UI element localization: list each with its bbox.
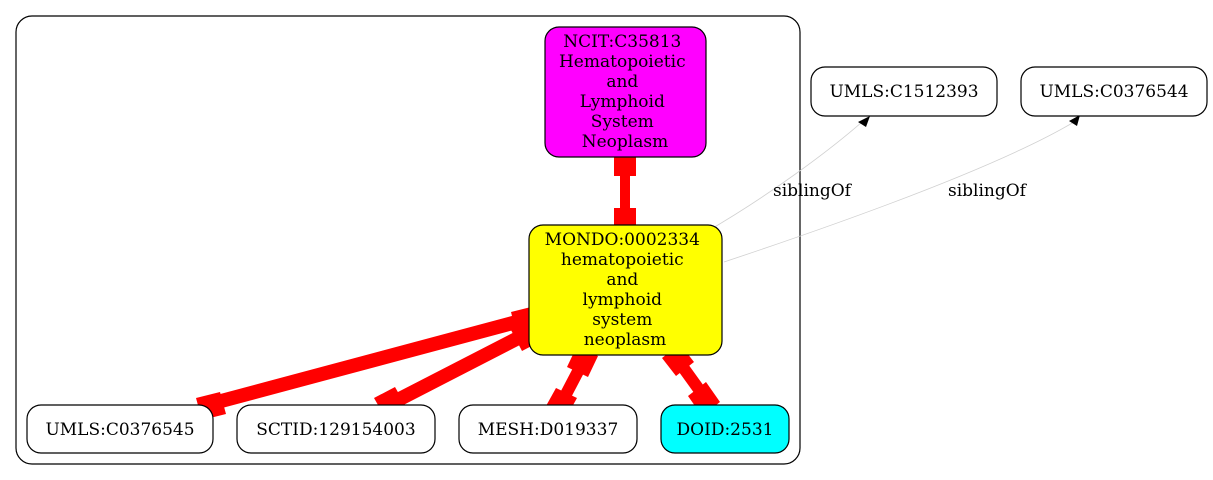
node-umls-c0376545[interactable]: UMLS:C0376545 <box>26 404 214 454</box>
node-mondo-line-3: and <box>606 270 638 290</box>
svg-text:NCIT:C35813 Hematopoieti: NCIT:C35813 Hematopoietic and Lymphoid S… <box>559 32 691 152</box>
node-mondo-line-2: hematopoietic <box>561 250 684 270</box>
node-ncit-line-6: Neoplasm <box>582 132 668 152</box>
sibling-edge-1 <box>705 121 863 233</box>
node-doid-label: DOID:2531 <box>677 420 774 440</box>
svg-text:MONDO:0002334 hematopoie: MONDO:0002334 hematopoietic and lymphoid… <box>545 230 706 350</box>
node-mondo-line-6: neoplasm <box>584 330 667 350</box>
sibling-edge-2-label: siblingOf <box>948 181 1028 201</box>
node-mesh[interactable]: MESH:D019337 <box>458 404 638 454</box>
node-mondo-line-5: system <box>592 310 652 330</box>
sibling-edge-2-arrowhead <box>1069 115 1080 126</box>
node-ncit[interactable]: NCIT:C35813 Hematopoietic and Lymphoid S… <box>544 26 707 158</box>
node-umls-c0376544[interactable]: UMLS:C0376544 <box>1020 66 1208 117</box>
sibling-edge-1-label: siblingOf <box>773 181 853 201</box>
node-sctid-label: SCTID:129154003 <box>256 420 415 440</box>
node-ncit-line-5: System <box>591 112 654 132</box>
node-umls-c0376544-label: UMLS:C0376544 <box>1039 82 1188 102</box>
node-mondo-line-4: lymphoid <box>583 290 663 310</box>
node-doid[interactable]: DOID:2531 <box>660 404 790 454</box>
node-umls-c1512393-label: UMLS:C1512393 <box>829 82 978 102</box>
node-umls-c1512393[interactable]: UMLS:C1512393 <box>810 66 998 117</box>
node-sctid[interactable]: SCTID:129154003 <box>236 404 436 454</box>
equivalence-cluster <box>15 15 801 465</box>
node-mondo-line-1: MONDO:0002334 <box>545 230 700 250</box>
edge-mondo-sctid <box>386 328 528 411</box>
node-ncit-line-2: Hematopoietic <box>559 52 686 72</box>
sibling-edge-2 <box>723 121 1075 263</box>
sibling-edge-1-arrowhead <box>858 116 870 127</box>
node-ncit-line-1: NCIT:C35813 <box>563 32 681 52</box>
node-ncit-line-4: Lymphoid <box>580 92 665 112</box>
node-umls-c0376545-label: UMLS:C0376545 <box>45 420 194 440</box>
edge-mondo-umls-c0376545 <box>208 313 526 411</box>
node-ncit-line-3: and <box>606 72 638 92</box>
node-mesh-label: MESH:D019337 <box>478 420 619 440</box>
node-mondo[interactable]: MONDO:0002334 hematopoietic and lymphoid… <box>528 224 723 356</box>
edge-ncit-mondo-end-top <box>614 152 636 176</box>
